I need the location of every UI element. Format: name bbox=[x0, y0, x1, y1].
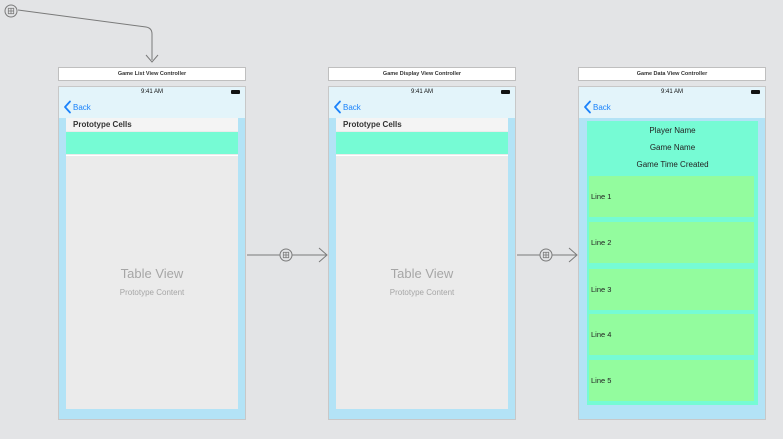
line-5-cell[interactable]: Line 5 bbox=[589, 360, 754, 401]
entry-segue[interactable] bbox=[17, 9, 159, 63]
back-button[interactable]: Back bbox=[333, 99, 361, 115]
chevron-left-icon bbox=[334, 100, 341, 114]
line-4-cell[interactable]: Line 4 bbox=[589, 314, 754, 355]
game-time-created-label: Game Time Created bbox=[636, 160, 709, 169]
segue-icon[interactable] bbox=[279, 248, 293, 262]
scene-title[interactable]: Game Display View Controller bbox=[328, 67, 516, 81]
table-view-subtitle: Prototype Content bbox=[119, 288, 185, 297]
status-time: 9:41 AM bbox=[410, 89, 433, 95]
prototype-cells-header: Prototype Cells bbox=[66, 118, 238, 131]
segue-icon[interactable] bbox=[539, 248, 553, 262]
chevron-left-icon bbox=[584, 100, 591, 114]
table-view-subtitle: Prototype Content bbox=[389, 288, 455, 297]
divider bbox=[336, 155, 508, 156]
segue-icon[interactable] bbox=[4, 4, 18, 18]
status-time: 9:41 AM bbox=[140, 89, 163, 95]
table-view-title: Table View bbox=[120, 266, 184, 281]
line-1-cell[interactable]: Line 1 bbox=[589, 176, 754, 217]
prototype-cell[interactable] bbox=[66, 132, 238, 154]
status-bar: 9:41 AM bbox=[329, 87, 515, 97]
battery-icon bbox=[231, 90, 240, 94]
battery-icon bbox=[501, 90, 510, 94]
show-segue-display-to-data[interactable] bbox=[517, 247, 578, 263]
navigation-bar: Back bbox=[59, 97, 245, 118]
game-name-label: Game Name bbox=[649, 143, 696, 152]
divider bbox=[66, 155, 238, 156]
navigation-bar: Back bbox=[579, 97, 765, 118]
battery-icon bbox=[751, 90, 760, 94]
show-segue-list-to-display[interactable] bbox=[247, 247, 328, 263]
chevron-left-icon bbox=[64, 100, 71, 114]
player-name-label: Player Name bbox=[649, 126, 696, 135]
table-view[interactable]: Prototype Cells Table View Prototype Con… bbox=[336, 118, 508, 409]
game-data-view[interactable]: Player Name Game Name Game Time Created … bbox=[587, 121, 758, 405]
prototype-cells-header: Prototype Cells bbox=[336, 118, 508, 131]
status-time: 9:41 AM bbox=[660, 89, 683, 95]
back-button[interactable]: Back bbox=[583, 99, 611, 115]
back-label: Back bbox=[343, 102, 361, 112]
table-view-title: Table View bbox=[390, 266, 454, 281]
table-view[interactable]: Prototype Cells Table View Prototype Con… bbox=[66, 118, 238, 409]
device-frame: 9:41 AM Back Player Name Game Name Game … bbox=[578, 86, 766, 420]
navigation-bar: Back bbox=[329, 97, 515, 118]
device-frame: 9:41 AM Back Prototype Cells Table View … bbox=[328, 86, 516, 420]
status-bar: 9:41 AM bbox=[59, 87, 245, 97]
status-bar: 9:41 AM bbox=[579, 87, 765, 97]
device-frame: 9:41 AM Back Prototype Cells Table View … bbox=[58, 86, 246, 420]
back-button[interactable]: Back bbox=[63, 99, 91, 115]
line-2-cell[interactable]: Line 2 bbox=[589, 222, 754, 263]
scene-title[interactable]: Game List View Controller bbox=[58, 67, 246, 81]
line-3-cell[interactable]: Line 3 bbox=[589, 269, 754, 310]
prototype-cell[interactable] bbox=[336, 132, 508, 154]
back-label: Back bbox=[73, 102, 91, 112]
back-label: Back bbox=[593, 102, 611, 112]
scene-title[interactable]: Game Data View Controller bbox=[578, 67, 766, 81]
